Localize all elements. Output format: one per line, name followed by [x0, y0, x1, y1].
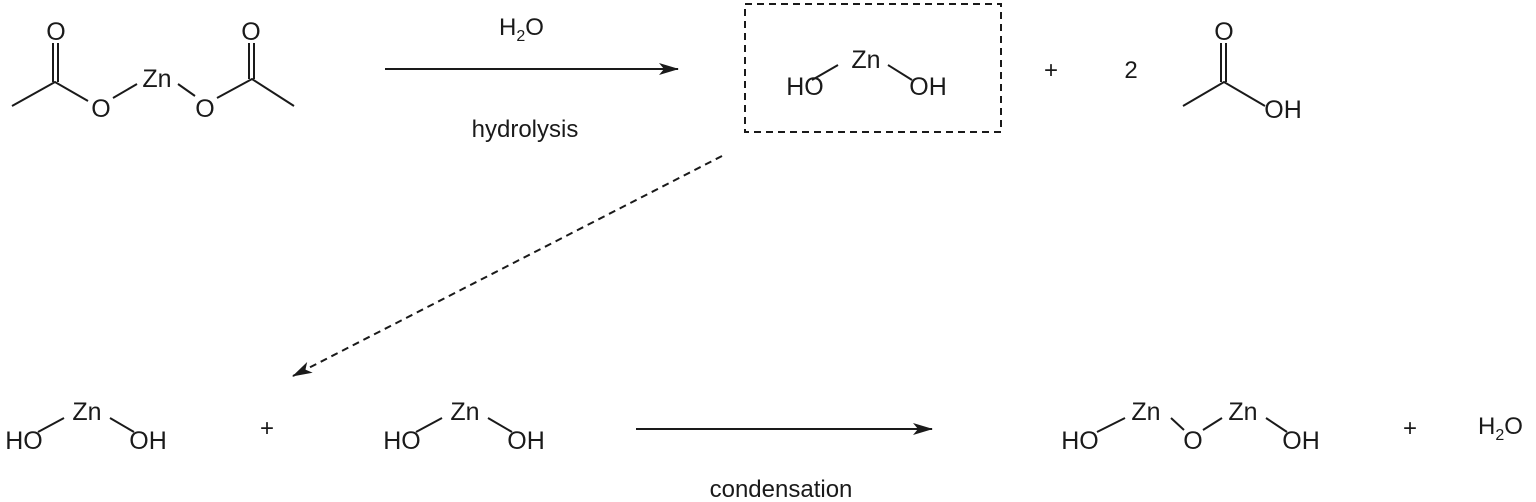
ho-group: HO: [5, 427, 43, 455]
zinc-atom: Zn: [851, 46, 880, 74]
ho-group: HO: [786, 73, 824, 101]
water-h: H: [1478, 413, 1495, 440]
zn-oh-bonds: [415, 417, 513, 433]
carbonyl-o-right: O: [241, 18, 260, 46]
hydrolysis-label: hydrolysis: [472, 116, 579, 143]
water-reagent: H2O: [499, 14, 544, 45]
zn-oh-bonds: [37, 417, 135, 433]
carbonyl-o: O: [1214, 18, 1233, 46]
zinc-acetate: O O Zn O O: [11, 18, 295, 123]
hydrolysis-step: H2O hydrolysis: [385, 14, 679, 143]
ho-group: HO: [1061, 427, 1099, 455]
zinc-atom: Zn: [72, 398, 101, 426]
plus-sign: +: [1403, 415, 1417, 442]
zinc-atom: Zn: [450, 398, 479, 426]
dashed-transfer-arrow: [292, 155, 723, 377]
condensation-step: condensation: [636, 423, 933, 502]
ester-o-right: O: [195, 95, 214, 123]
zinc-hydroxide-1: HO Zn OH: [5, 398, 167, 455]
oh-group: OH: [129, 427, 167, 455]
stoichiometric-coefficient: 2: [1124, 57, 1137, 84]
zinc-atom-right: Zn: [1228, 398, 1257, 426]
zn-oh-bonds: [811, 64, 913, 81]
zinc-hydroxide-intermediate: HO Zn OH: [744, 3, 1002, 133]
acetate-left-bonds: [11, 43, 138, 107]
water-o: O: [525, 14, 544, 41]
water-product: H2O: [1478, 413, 1523, 444]
ho-group: HO: [383, 427, 421, 455]
acetic-acid: O OH: [1182, 18, 1302, 124]
hydroxyl-group: OH: [1264, 96, 1302, 124]
bridging-oxygen: O: [1183, 427, 1202, 455]
plus-sign: +: [1044, 57, 1058, 84]
water-subscript: 2: [516, 28, 525, 45]
water-h: H: [499, 14, 516, 41]
zinc-oxo-dimer: HO Zn O Zn OH: [1061, 398, 1320, 455]
zinc-atom: Zn: [142, 65, 171, 93]
water-subscript: 2: [1495, 427, 1504, 444]
oh-group: OH: [507, 427, 545, 455]
water-o: O: [1504, 413, 1523, 440]
oh-group: OH: [1282, 427, 1320, 455]
zinc-atom-left: Zn: [1131, 398, 1160, 426]
ester-o-left: O: [91, 95, 110, 123]
oh-group: OH: [909, 73, 947, 101]
zinc-hydroxide-2: HO Zn OH: [383, 398, 545, 455]
condensation-label: condensation: [710, 476, 853, 502]
acetate-right-bonds: [177, 43, 295, 107]
plus-sign: +: [260, 415, 274, 442]
carbonyl-o-left: O: [46, 18, 65, 46]
dimer-bonds: [1096, 417, 1288, 433]
acetic-acid-bonds: [1182, 43, 1266, 107]
